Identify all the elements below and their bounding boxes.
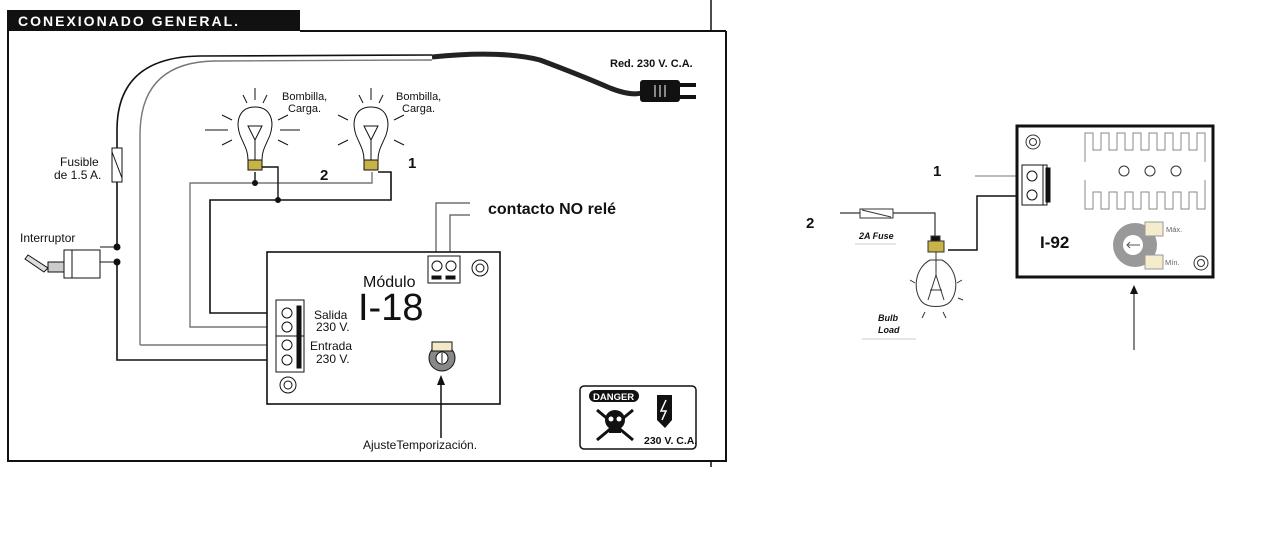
fuse-label-2: de 1.5 A. <box>54 168 101 182</box>
right-wire-label-1: 1 <box>933 163 941 180</box>
wire-label-2: 2 <box>320 167 328 184</box>
wire-label-1: 1 <box>408 155 416 172</box>
module-word: Módulo <box>363 274 416 291</box>
module-name-i18: I-18 <box>358 287 423 329</box>
junction-dot <box>252 180 258 186</box>
danger-sign: DANGER 230 V. C.A. <box>579 385 697 450</box>
heatsink-icon <box>1084 132 1206 210</box>
potentiometer-icon[interactable] <box>428 341 456 372</box>
input-label-2: 230 V. <box>316 352 350 366</box>
switch-terminal-1 <box>113 243 121 251</box>
relay-terminal-block <box>427 255 461 284</box>
danger-badge: DANGER <box>593 392 634 403</box>
fuse-icon <box>859 208 894 219</box>
right-bulb-label-2: Load <box>878 325 900 335</box>
plug-icon <box>640 80 696 102</box>
mounting-hole-icon <box>279 376 297 394</box>
lightbulb-icon-3 <box>909 235 964 319</box>
relay-contact-label: contacto NO relé <box>488 201 616 218</box>
mounting-hole-icon <box>471 259 489 277</box>
toggle-switch-icon <box>24 246 117 279</box>
min-label: Mín. <box>1165 258 1180 267</box>
wires <box>116 166 470 361</box>
mains-cable <box>116 51 643 345</box>
bulb2-label-1: Bombilla, <box>396 91 441 103</box>
max-label: Máx. <box>1166 225 1182 234</box>
left-panel-frame <box>7 0 727 467</box>
bulb2-label-2: Carga. <box>402 103 435 115</box>
terminal-block <box>1021 164 1051 206</box>
output-label-2: 230 V. <box>316 320 350 334</box>
potentiometer-icon[interactable] <box>1113 221 1164 270</box>
mounting-hole-icon <box>1025 134 1041 150</box>
power-terminal-block <box>275 299 305 373</box>
fuse-label-1: Fusible <box>60 155 99 169</box>
arrow-up-icon <box>437 375 445 438</box>
bulb1-label-1: Bombilla, <box>282 91 327 103</box>
diagram-title: CONEXIONADO GENERAL. <box>18 13 240 29</box>
module-i18-board <box>266 251 501 405</box>
mains-label: Red. 230 V. C.A. <box>610 58 693 70</box>
lightbulb-icon-2 <box>337 88 405 171</box>
module-name-i92: I-92 <box>1040 233 1069 252</box>
lightbulb-icon-1 <box>205 88 300 171</box>
output-label-1: Salida <box>314 308 348 322</box>
danger-voltage: 230 V. C.A. <box>644 435 697 447</box>
title-bar <box>8 10 300 31</box>
electric-hazard-icon <box>657 395 672 428</box>
right-fuse-label: 2A Fuse <box>858 231 894 241</box>
right-bulb-label-1: Bulb <box>878 313 898 323</box>
switch-label: Interruptor <box>20 231 75 245</box>
input-label-1: Entrada <box>310 339 352 353</box>
right-wire-label-2: 2 <box>806 215 814 232</box>
fuse-icon <box>111 147 123 183</box>
mounting-hole-icon <box>1193 255 1209 271</box>
bulb1-label-2: Carga. <box>288 103 321 115</box>
right-wires <box>840 175 1023 251</box>
adjust-label: AjusteTemporización. <box>363 438 477 452</box>
skull-crossbones-icon <box>596 408 634 442</box>
arrow-up-icon <box>1130 285 1138 350</box>
junction-dot <box>275 197 281 203</box>
